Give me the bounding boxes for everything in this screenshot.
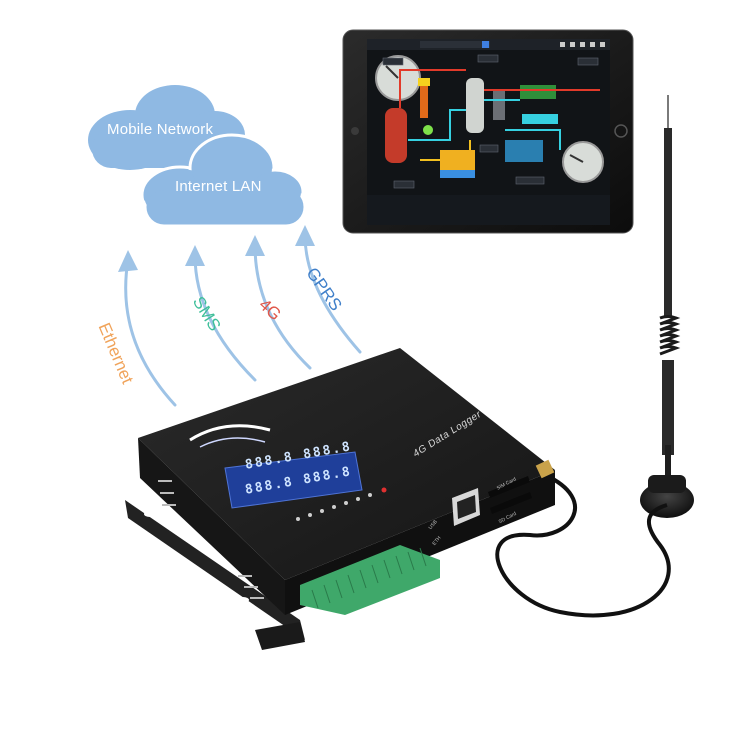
- camera-icon: [351, 127, 359, 135]
- tablet: [342, 29, 634, 234]
- antenna: [640, 95, 694, 518]
- sms-arrow: [193, 253, 257, 382]
- data-logger-device: [125, 348, 555, 650]
- lcd-display: [224, 451, 363, 509]
- antenna-cable: [495, 473, 671, 618]
- gprs-arrow: [303, 233, 362, 354]
- terminal-block: [300, 545, 440, 615]
- ethernet-arrow: [124, 258, 177, 407]
- sim-slot: [488, 476, 530, 498]
- power-led: [381, 487, 387, 493]
- antenna-connector: [535, 459, 555, 479]
- transmission-arrows: [124, 233, 362, 407]
- mobile-network-label: Mobile Network: [107, 121, 214, 138]
- internet-lan-label: Internet LAN: [175, 178, 262, 195]
- sd-slot: [490, 492, 532, 514]
- 4g-arrow: [253, 243, 312, 370]
- home-button-icon: [614, 124, 628, 138]
